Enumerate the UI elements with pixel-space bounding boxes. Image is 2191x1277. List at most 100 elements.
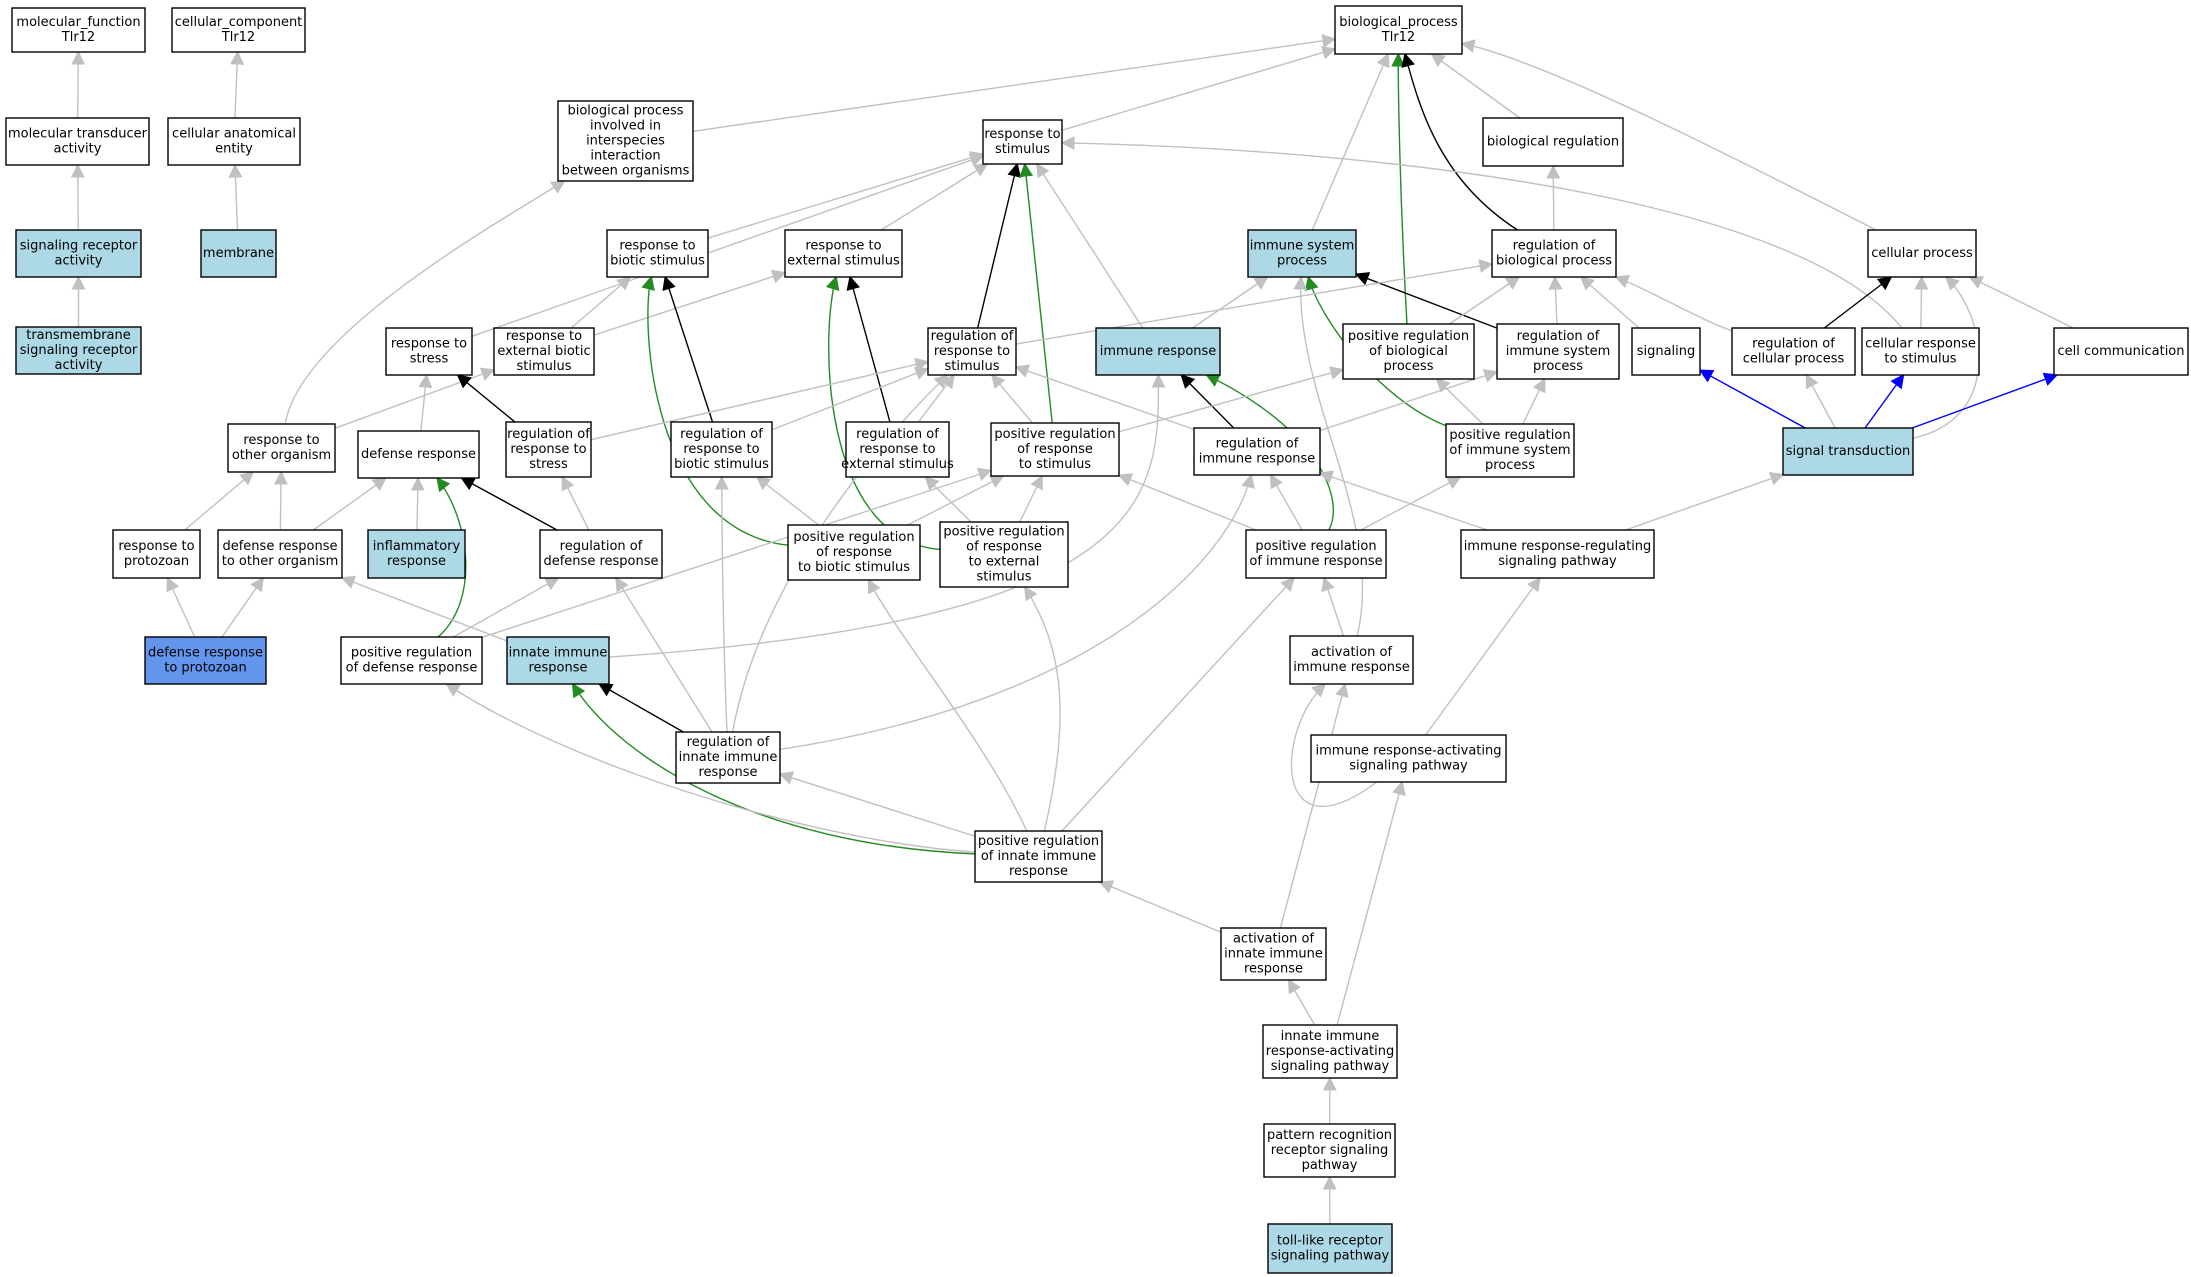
edge-is-a-sra-to-mta [70, 163, 85, 231]
edge-is-a-risp-to-robp [1548, 275, 1563, 325]
edge-path [1805, 373, 1836, 429]
go-term-node-iirasp[interactable]: innate immuneresponse-activatingsignalin… [1262, 1024, 1398, 1079]
go-term-node-ir[interactable]: immune response [1095, 327, 1221, 376]
edge-part-of-rortes-to-rtes [846, 275, 891, 423]
edge-is-a-drtp-to-drtoo [221, 576, 265, 638]
edge-path [615, 576, 713, 733]
node-label-line: defense response [148, 646, 263, 661]
node-box [670, 421, 773, 478]
go-term-node-dr[interactable]: defense response [357, 430, 480, 479]
edge-is-a-irasp-to-aoir [1290, 683, 1378, 808]
node-box [845, 421, 950, 478]
node-label-line: response to [859, 442, 935, 457]
edge-path [1061, 576, 1295, 832]
edge-positively-regulates-prbp-to-bp [1391, 52, 1408, 325]
node-label-line: external biotic [497, 344, 590, 359]
node-label-line: other organism [232, 448, 331, 463]
node-box [787, 524, 921, 581]
node-box [675, 731, 781, 784]
go-term-node-mem[interactable]: membrane [200, 229, 277, 278]
edge-path [561, 475, 590, 531]
edge-path [1914, 275, 1929, 329]
edge-is-a-rtbs-to-rts [707, 151, 985, 239]
edge-is-a-aoiir-to-priir [1098, 880, 1222, 933]
edge-path [418, 373, 433, 432]
edge-is-a-ir-to-rts [1035, 162, 1144, 329]
edge-path [1319, 369, 1499, 432]
go-term-node-cc2[interactable]: cell communication [2053, 327, 2189, 376]
node-label-line: response to [391, 337, 467, 352]
go-term-node-st[interactable]: signal transduction [1782, 427, 1914, 476]
edge-path [571, 682, 976, 855]
edge-path [846, 275, 891, 423]
node-label-line: protozoan [124, 554, 189, 569]
go-term-node-cp[interactable]: cellular process [1867, 229, 1977, 278]
node-label-line: positive regulation [943, 525, 1064, 540]
node-label-line: regulation of [1517, 329, 1600, 344]
edge-is-a-prisp-to-risp [1522, 377, 1546, 425]
edge-path [867, 578, 1028, 832]
node-label-line: process [1277, 254, 1327, 269]
edge-is-a-prrtes-to-rortes [924, 476, 972, 523]
edge-path [825, 275, 941, 551]
node-box [1482, 117, 1624, 167]
edge-is-a-rodr-to-rorstress [561, 475, 590, 531]
edge-path [1019, 162, 1053, 424]
node-box [1445, 423, 1575, 478]
edge-is-a-rorstress-to-rorts [590, 357, 930, 441]
node-label-line: regulation of [680, 427, 763, 442]
go-term-node-sig[interactable]: signaling [1631, 327, 1701, 376]
go-term-node-breg[interactable]: biological regulation [1482, 117, 1624, 167]
node-box [1731, 327, 1856, 376]
edge-path [1024, 585, 1061, 832]
edge-is-a-breg-to-bp [1430, 53, 1521, 119]
node-label-line: response to [683, 442, 759, 457]
node-box [15, 229, 142, 278]
